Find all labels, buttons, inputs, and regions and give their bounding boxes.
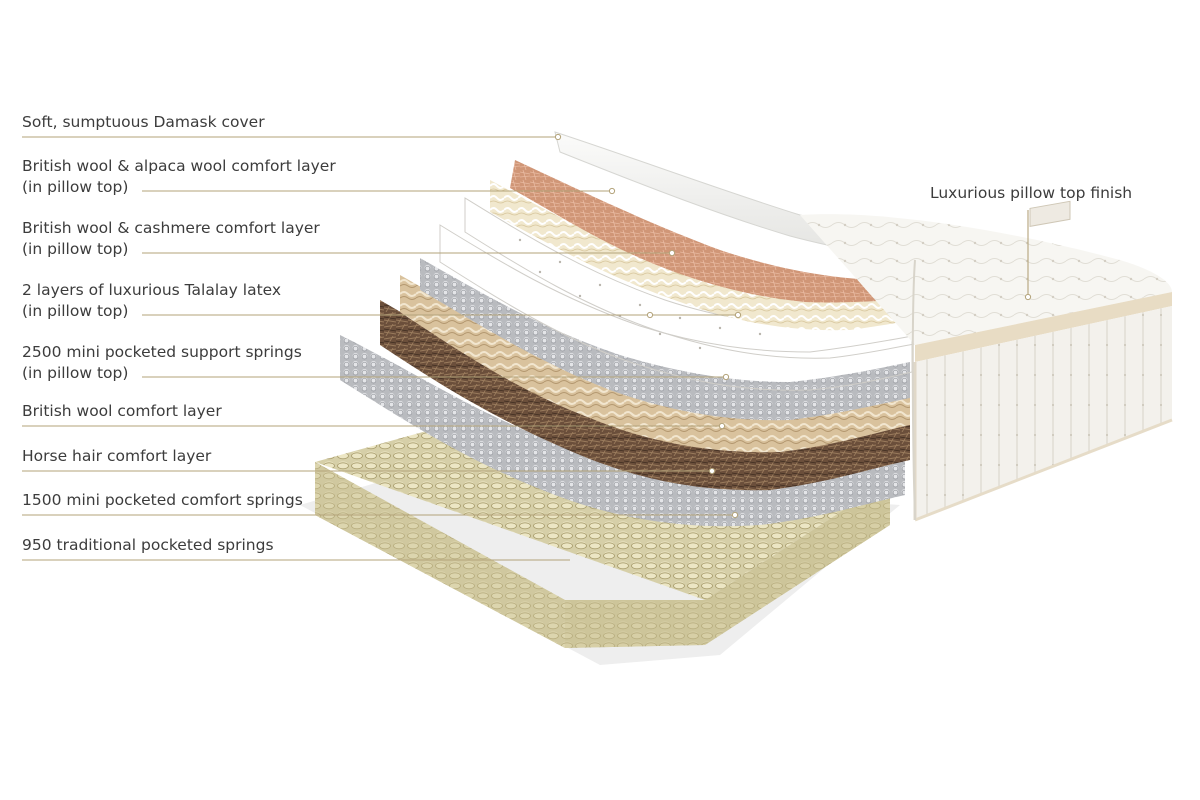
label-alpaca-line1: British wool & alpaca wool comfort layer [22,157,336,175]
label-latex-layers: 2 layers of luxurious Talalay latex (in … [22,280,281,322]
label-pillow-top-text: Luxurious pillow top finish [930,184,1133,202]
label-traditional-text: 950 traditional pocketed springs [22,536,274,554]
label-horse-hair: Horse hair comfort layer [22,446,211,467]
layer-cashmere [490,180,916,331]
label-damask-cover: Soft, sumptuous Damask cover [22,112,265,133]
label-latex-line2: (in pillow top) [22,302,129,320]
label-mini-support-line2: (in pillow top) [22,364,129,382]
label-british-wool-text: British wool comfort layer [22,402,222,420]
layer-mini-comfort-springs [340,335,905,527]
latex-perforations [518,238,762,350]
label-cashmere-line2: (in pillow top) [22,240,129,258]
label-mini-comfort-springs: 1500 mini pocketed comfort springs [22,490,303,511]
mattress-body [800,200,1173,522]
label-traditional-springs: 950 traditional pocketed springs [22,535,274,556]
layer-british-wool [400,275,910,453]
label-alpaca-layer: British wool & alpaca wool comfort layer… [22,156,336,198]
label-mini-comfort-text: 1500 mini pocketed comfort springs [22,491,303,509]
leader-lines [22,136,1029,561]
label-mini-support-line1: 2500 mini pocketed support springs [22,343,302,361]
layer-mini-support-springs [420,258,910,421]
label-horse-hair-text: Horse hair comfort layer [22,447,212,465]
label-cashmere-line1: British wool & cashmere comfort layer [22,219,320,237]
label-cashmere-layer: British wool & cashmere comfort layer (i… [22,218,320,260]
label-british-wool: British wool comfort layer [22,401,222,422]
label-mini-support-springs: 2500 mini pocketed support springs (in p… [22,342,302,384]
label-alpaca-line2: (in pillow top) [22,178,129,196]
label-latex-line1: 2 layers of luxurious Talalay latex [22,281,282,299]
leader-dots [554,133,1032,519]
label-pillow-top-finish: Luxurious pillow top finish [930,183,1132,204]
label-damask-cover-text: Soft, sumptuous Damask cover [22,113,265,131]
